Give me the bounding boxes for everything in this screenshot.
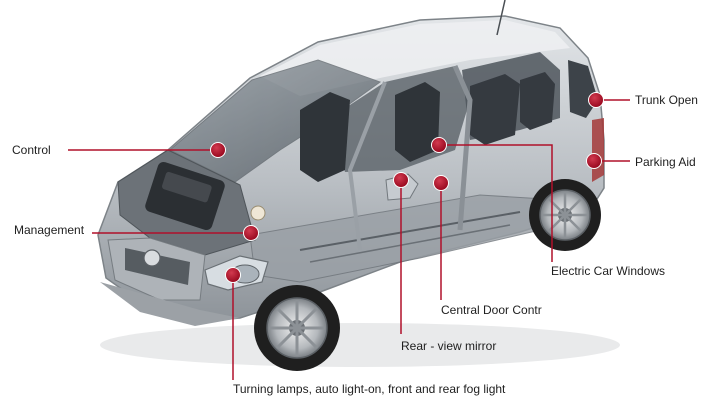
red-dot-icon: [243, 225, 259, 241]
red-dot-icon: [588, 92, 604, 108]
label-central-door-control: Central Door Contr: [441, 303, 542, 317]
rear-wheel: [529, 179, 601, 251]
label-management: Management: [14, 223, 85, 237]
leader-line-electric-windows: [439, 144, 553, 262]
markers: [210, 92, 604, 283]
label-trunk-open: Trunk Open: [635, 93, 698, 107]
red-dot-icon: [393, 172, 409, 188]
label-turning-lamps: Turning lamps, auto light-on, front and …: [233, 382, 506, 396]
red-dot-icon: [586, 153, 602, 169]
label-electric-car-windows: Electric Car Windows: [551, 264, 666, 278]
red-dot-icon: [225, 267, 241, 283]
red-dot-icon: [433, 175, 449, 191]
label-control: Control: [12, 143, 51, 157]
label-parking-aid: Parking Aid: [635, 155, 696, 169]
red-dot-icon: [210, 142, 226, 158]
red-dot-icon: [431, 137, 447, 153]
front-wheel: [254, 285, 340, 371]
label-rear-view-mirror: Rear - view mirror: [401, 339, 497, 353]
